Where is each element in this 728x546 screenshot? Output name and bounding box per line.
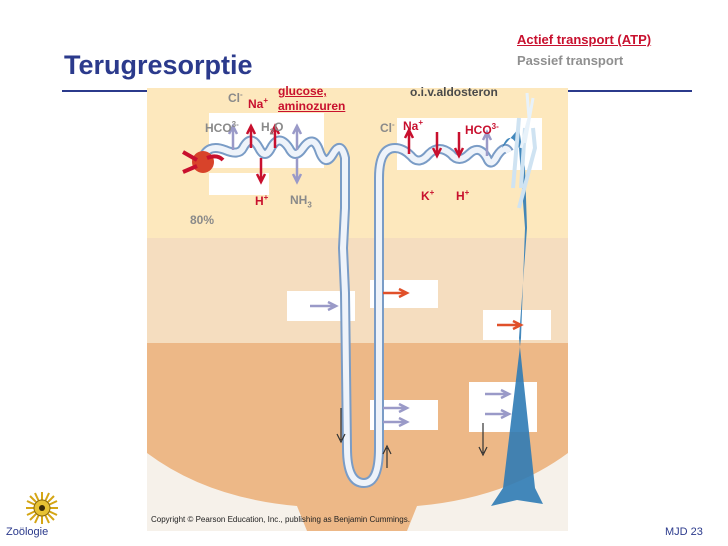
- h2o-label: H2O: [261, 120, 284, 137]
- na-right-label: Na+: [403, 118, 424, 133]
- hco3-right-passive-arrow: [481, 129, 493, 156]
- glucose-label: glucose,: [278, 84, 327, 98]
- glomerulus: [182, 150, 225, 174]
- water-out-arrow: [383, 402, 410, 414]
- curve-bottom-right: [407, 453, 568, 531]
- hco3-passive-arrow: [227, 123, 239, 150]
- k-active-arrow: [431, 132, 443, 159]
- h2o-passive-arrow: [291, 123, 303, 150]
- nh3-passive-arrow: [291, 158, 303, 185]
- glucose-active-arrow: [269, 123, 281, 148]
- copyright-notice: Copyright © Pearson Education, Inc., pub…: [151, 515, 410, 524]
- na-right-active-arrow: [403, 127, 415, 154]
- aldosteron-label: o.i.v.aldosteron: [410, 85, 498, 99]
- university-logo-icon: [26, 492, 58, 524]
- na-left-label: Na+: [248, 96, 269, 111]
- na-active-arrow: [245, 123, 257, 148]
- aminozuren-label: aminozuren: [278, 99, 346, 113]
- cl-left-label: Cl-: [228, 90, 243, 105]
- nephron-diagram: [147, 88, 568, 531]
- proximal-tubule: [197, 135, 514, 489]
- flow-arrow-down: [336, 408, 346, 444]
- water-out-arrow: [310, 300, 339, 312]
- nh3-label: NH3: [290, 193, 312, 210]
- footer-slide-number: MJD 23: [665, 526, 703, 538]
- flow-arrow-down: [478, 423, 488, 457]
- title-rule-left: [62, 90, 148, 92]
- h-right-label: H+: [456, 188, 470, 203]
- percent-label: 80%: [190, 213, 215, 227]
- collecting-duct: [491, 92, 543, 506]
- h-active-arrow: [255, 158, 267, 185]
- cl-right-label: Cl-: [380, 120, 395, 135]
- h-right-active-arrow: [453, 132, 465, 159]
- k-right-label: K+: [421, 188, 435, 203]
- title-rule-right: [566, 90, 692, 92]
- water-out-arrow: [485, 388, 512, 400]
- water-out-arrow: [485, 408, 512, 420]
- legend-passive-transport: Passief transport: [517, 53, 624, 68]
- hco3-right-label: HCO3-: [465, 122, 499, 137]
- legend-active-transport: Actief transport (ATP): [517, 32, 652, 47]
- hco3-left-label: HCO3-: [205, 120, 239, 135]
- flow-arrow-up: [382, 444, 392, 468]
- interstitial-box: [209, 173, 269, 195]
- slide-title: Terugresorptie: [64, 50, 253, 80]
- water-out-arrow: [383, 416, 410, 428]
- h-left-label: H+: [255, 193, 269, 208]
- salt-out-arrow: [497, 319, 524, 331]
- salt-out-arrow: [383, 287, 410, 299]
- footer-department: Zoölogie: [6, 526, 49, 538]
- curve-bottom-left: [147, 453, 307, 531]
